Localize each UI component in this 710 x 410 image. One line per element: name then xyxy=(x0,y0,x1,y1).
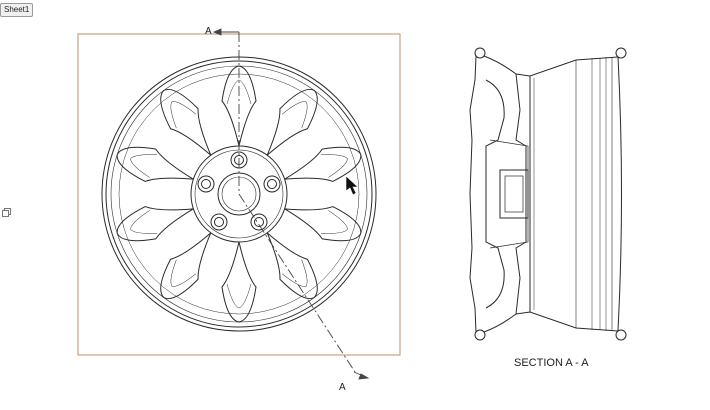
view-palette-icon[interactable] xyxy=(2,208,11,217)
sheet-tab[interactable]: Sheet1 xyxy=(0,3,34,17)
arrow-cursor-icon xyxy=(345,175,359,196)
section-cut-line[interactable] xyxy=(212,28,370,380)
section-view-caption[interactable]: SECTION A - A xyxy=(514,357,589,369)
wheel-section-view[interactable] xyxy=(469,47,627,341)
cut-line-end-label: A xyxy=(339,382,346,393)
cut-line-start-label: A xyxy=(205,26,212,37)
